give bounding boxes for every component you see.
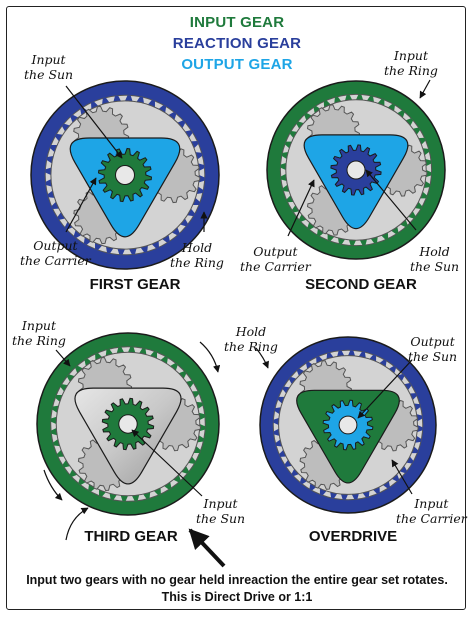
arrow-third-rotation-left — [43, 469, 63, 501]
annotation-overdrive-output-sun: Output the Sun — [408, 334, 458, 364]
annotation-first-hold-ring: Hold the Ring — [170, 240, 224, 270]
legend-output-gear: OUTPUT GEAR — [181, 56, 293, 73]
annotation-second-input-ring: Input the Ring — [384, 48, 438, 78]
overdrive-planetary-set — [259, 336, 437, 514]
arrow-second-output-carrier — [287, 179, 315, 237]
annotation-first-output-carrier: Output the Carrier — [20, 238, 91, 268]
arrow-first-output-carrier — [65, 177, 97, 233]
first-gear-planetary-set — [30, 80, 220, 270]
arrow-second-hold-sun — [365, 169, 417, 231]
arrow-third-input-ring — [55, 349, 71, 367]
caption-line-2: This is Direct Drive or 1:1 — [161, 590, 313, 604]
sun-gear-hub — [118, 414, 138, 434]
caption-line-1: Input two gears with no gear held inreac… — [26, 573, 448, 587]
annotation-overdrive-input-carrier: Input the Carrier — [396, 496, 467, 526]
title-first-gear: FIRST GEAR — [89, 276, 181, 293]
diagram-frame — [6, 6, 466, 610]
sun-gear-hub — [338, 415, 358, 435]
arrow-third-rotation-right — [199, 341, 221, 373]
arrow-third-rotation-bottom — [65, 507, 89, 541]
sun-gear-hub — [115, 165, 135, 185]
legend-input-gear: INPUT GEAR — [189, 14, 285, 31]
annotation-third-input-ring: Input the Ring — [12, 318, 66, 348]
second-gear-planetary-set — [266, 80, 446, 260]
annotation-second-output-carrier: Output the Carrier — [240, 244, 311, 274]
sun-gear-hub — [346, 160, 366, 180]
arrow-third-input-sun — [131, 429, 203, 497]
title-second-gear: SECOND GEAR — [305, 276, 417, 293]
annotation-first-input-sun: Input the Sun — [24, 52, 74, 82]
arrow-first-input-sun — [65, 85, 123, 159]
annotation-overdrive-hold-ring: Hold the Ring — [224, 324, 278, 354]
title-overdrive: OVERDRIVE — [308, 528, 398, 545]
arrow-overdrive-input-carrier — [391, 459, 413, 495]
arrow-overdrive-output-sun — [357, 359, 413, 419]
title-third-gear: THIRD GEAR — [84, 528, 178, 545]
arrow-overdrive-hold-ring — [255, 347, 269, 369]
annotation-second-hold-sun: Hold the Sun — [410, 244, 460, 274]
arrow-direct-drive-pointer — [188, 528, 226, 568]
legend-reaction-gear: REACTION GEAR — [172, 35, 302, 52]
arrow-second-input-ring — [419, 79, 431, 99]
annotation-third-input-sun: Input the Sun — [196, 496, 246, 526]
